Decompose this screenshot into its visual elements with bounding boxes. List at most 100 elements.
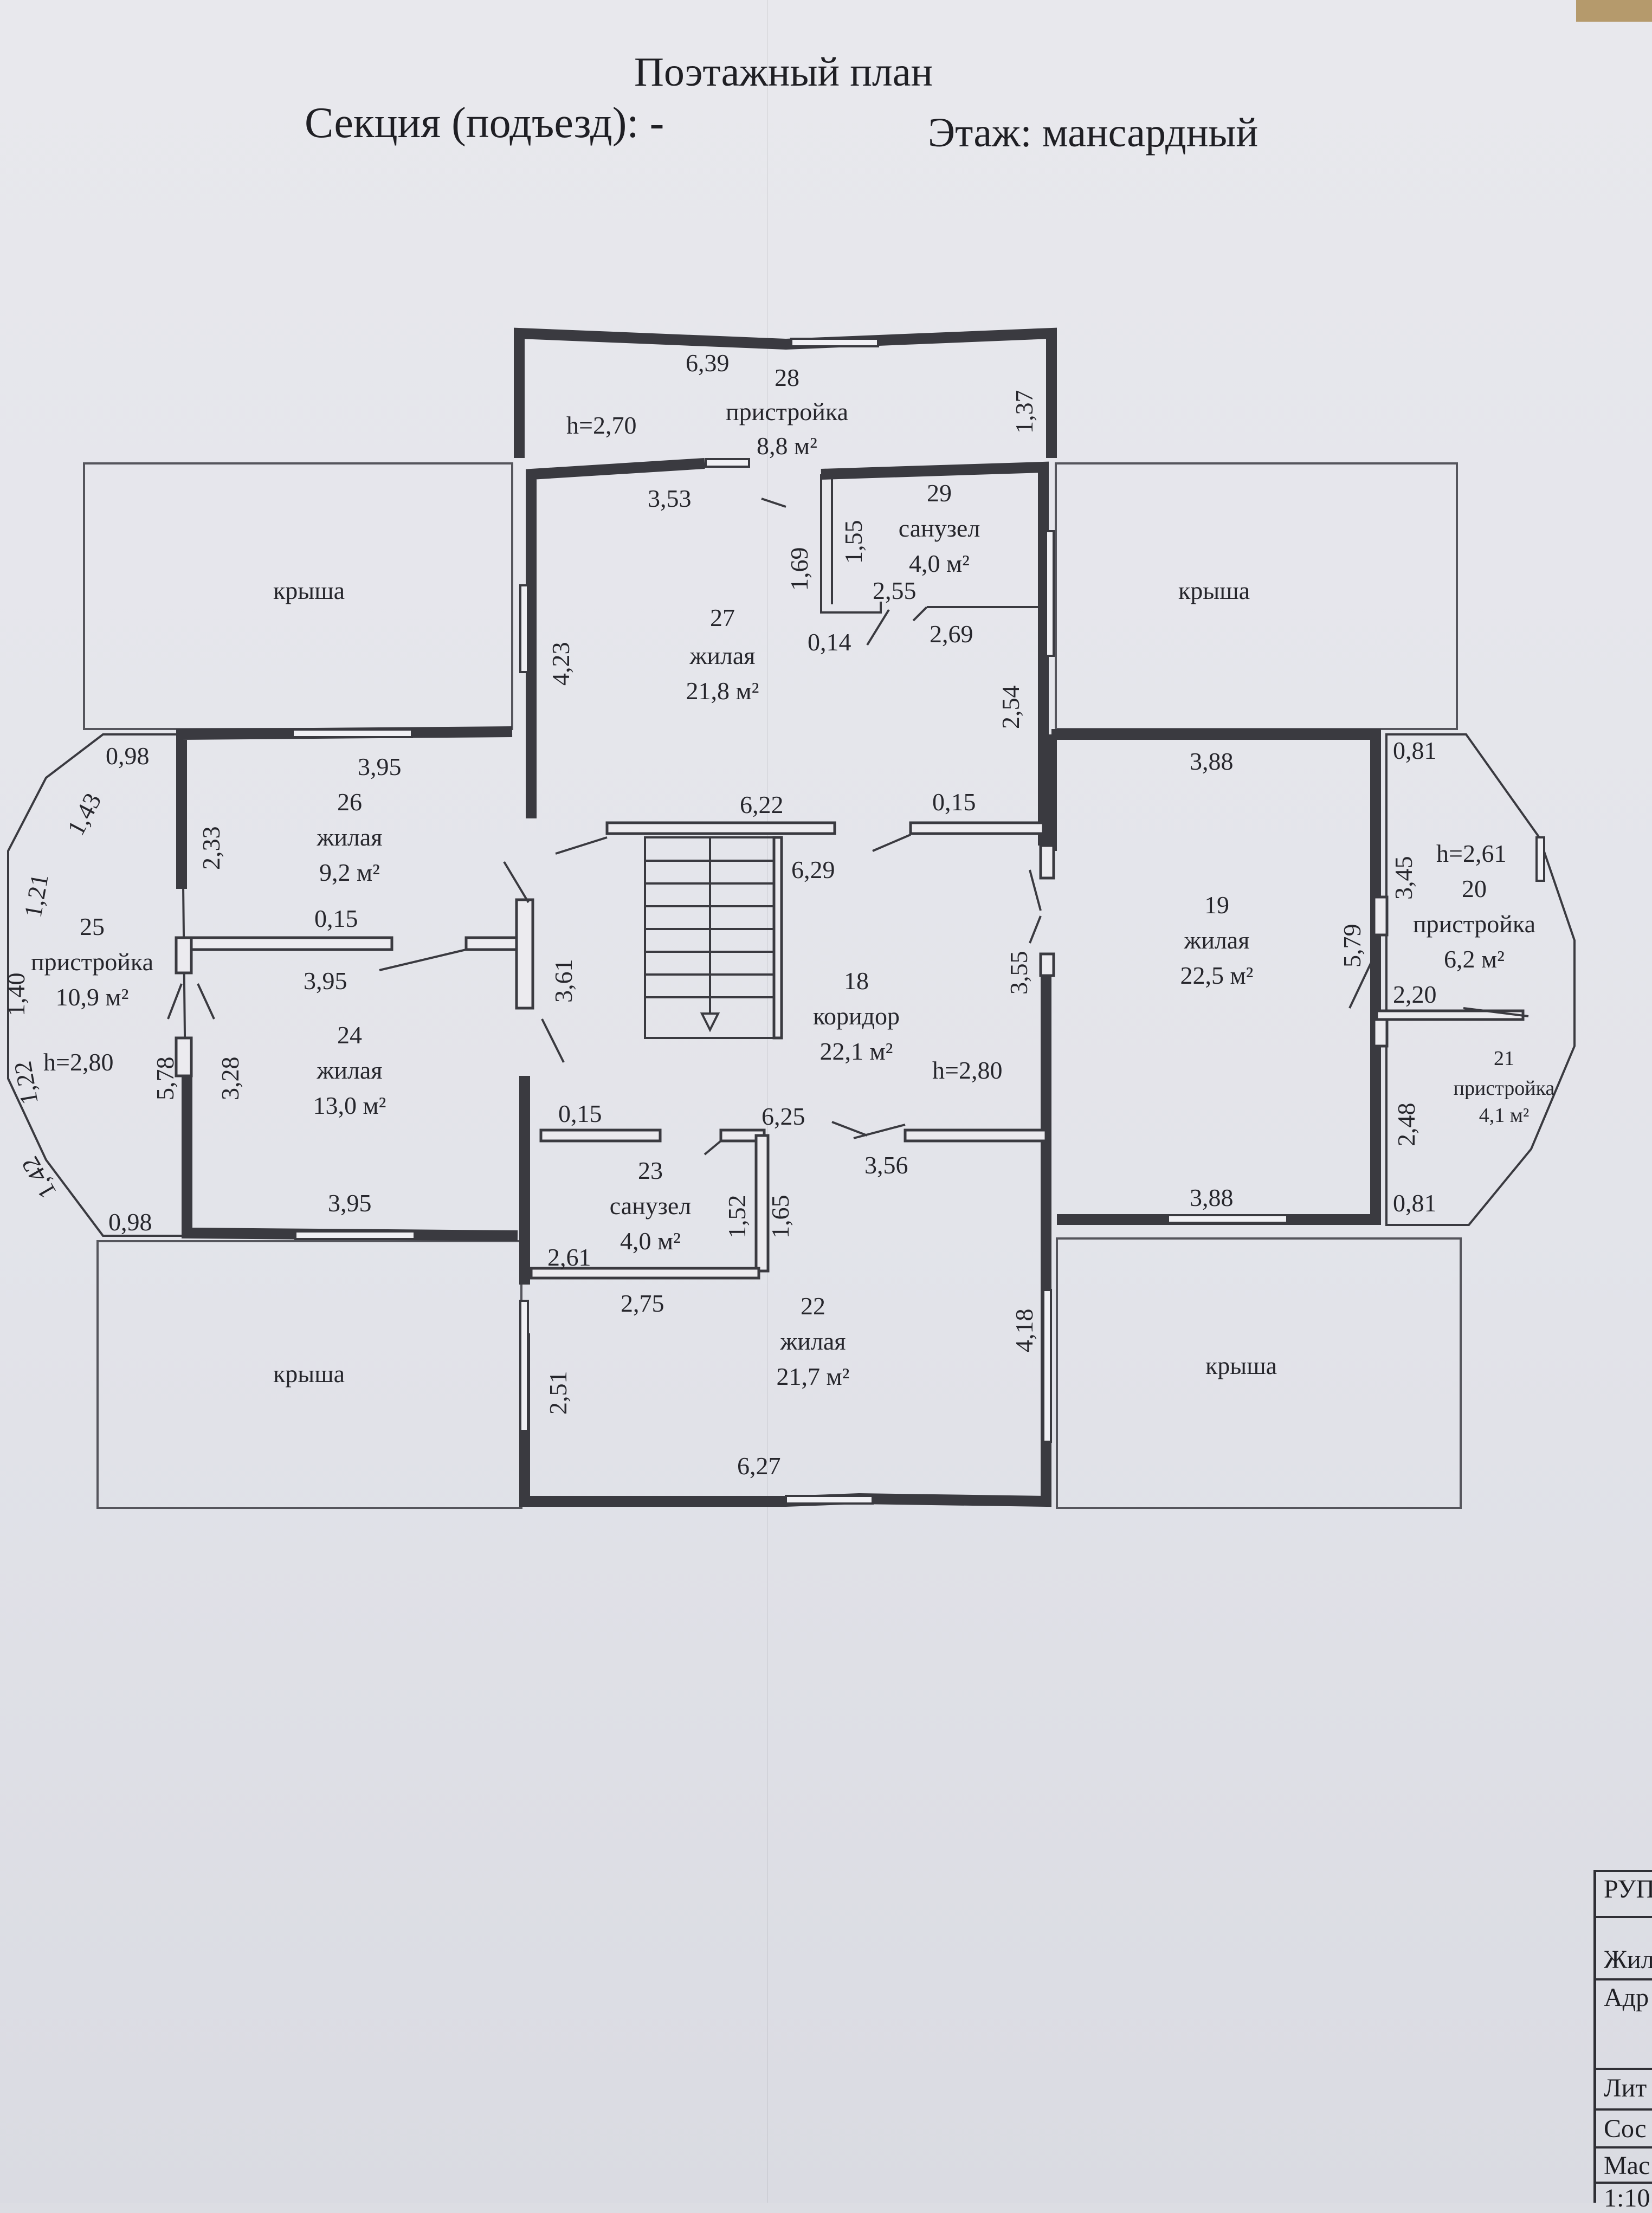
room-28-area: 8,8 м² [757,432,817,460]
room-20-type: пристройка [1413,910,1535,938]
dim-0-14: 0,14 [808,628,851,656]
windows [292,338,1545,1505]
room-26-area: 9,2 м² [319,859,380,886]
room-21-number: 21 [1494,1047,1514,1070]
window-20 [1535,836,1545,882]
dim-1-42: 1,42 [16,1152,61,1203]
roof-areas [83,462,1462,1509]
wall-wc29-a [820,474,882,614]
title-block-row-6: Мас [1604,2151,1650,2180]
room-19-number: 19 [1204,891,1229,919]
dim-1-52: 1,52 [723,1195,751,1239]
jamb-19-b [1039,952,1055,977]
dim-3-88-b: 3,88 [1190,1184,1234,1211]
room-20-height: h=2,61 [1436,840,1506,867]
room-18-type: коридор [813,1002,900,1030]
title-block: РУП Жил Адр Лит Сос Мас 1:10 [1593,1870,1652,2212]
room-25-type: пристройка [31,948,153,976]
dim-2-51: 2,51 [544,1371,572,1415]
dim-1-40: 1,40 [2,973,30,1017]
wall-corridor-ne [909,821,1045,835]
interior-walls [190,474,1525,1280]
wall-wc23-south [530,1267,760,1280]
wall-room27-west [526,458,705,818]
roof-label-se: крыша [1205,1352,1277,1379]
room-labels: 28 пристройка 8,8 м² h=2,70 29 санузел 4… [31,364,1554,1390]
dim-5-79: 5,79 [1338,924,1366,968]
room-18-height: h=2,80 [932,1056,1002,1084]
dim-1-43: 1,43 [62,789,107,840]
floor-plan: 28 пристройка 8,8 м² h=2,70 29 санузел 4… [2,327,1576,1509]
room-25-area: 10,9 м² [56,983,129,1011]
title-block-row-5: Сос [1604,2114,1647,2143]
room-20-number: 20 [1462,875,1487,902]
dim-2-48: 2,48 [1392,1103,1420,1147]
dim-2-61: 2,61 [547,1243,591,1271]
window-22-west [519,1300,529,1432]
window-19 [1167,1214,1288,1224]
room-27-area: 21,8 м² [686,677,759,705]
room-20-area: 6,2 м² [1444,945,1505,973]
window-28 [790,338,879,347]
dim-0-81-a: 0,81 [1393,737,1437,764]
window-27-east [1045,530,1055,657]
title-block-row-2: Жил [1604,1945,1652,1974]
dim-3-28: 3,28 [216,1057,244,1101]
roof-ne [1055,462,1458,730]
section-label: Секция (подъезд): - [305,99,664,147]
door-swings [167,498,1529,1156]
annex-25-door-jamb [175,936,193,975]
dim-3-61: 3,61 [550,959,577,1003]
dim-2-69: 2,69 [930,620,973,648]
dim-3-95-c: 3,95 [328,1189,372,1217]
window-22-south [785,1495,874,1505]
room-27-number: 27 [710,604,735,631]
room-23-number: 23 [638,1157,663,1184]
dim-1-22: 1,22 [9,1059,43,1107]
title-block-row-3: Адр [1604,1983,1649,2012]
dim-1-55: 1,55 [840,520,867,564]
room-24-type: жилая [317,1056,383,1084]
dim-4-23: 4,23 [547,642,575,686]
window-24 [294,1230,416,1240]
room-23-area: 4,0 м² [620,1227,681,1255]
room-29-number: 29 [927,479,952,507]
room-18-area: 22,1 м² [820,1037,893,1065]
roof-label-ne: крыша [1178,577,1250,604]
dim-3-95-b: 3,95 [304,967,347,995]
room-22-area: 21,7 м² [777,1363,850,1390]
dim-0-15-a: 0,15 [314,905,358,932]
room-19-type: жилая [1184,926,1250,954]
dim-2-54: 2,54 [997,686,1024,730]
wall-26-24 [190,936,393,951]
window-22-east [1042,1289,1052,1443]
dim-1-21: 1,21 [19,872,54,920]
wall-stair-top [605,821,836,835]
dim-6-29: 6,29 [791,856,835,883]
table-surface [1576,0,1652,22]
room-28-number: 28 [775,364,799,391]
annex-20-21-outline [1385,733,1576,1226]
room-18-number: 18 [844,967,869,995]
dim-1-69: 1,69 [785,547,813,591]
dim-2-55: 2,55 [873,577,917,604]
room-22-number: 22 [801,1292,825,1320]
wall-annex-28 [514,327,1057,458]
roof-se [1056,1237,1462,1509]
dim-3-88-a: 3,88 [1190,747,1234,775]
annex-walls [7,733,1576,1237]
page-title: Поэтажный план [634,49,933,95]
room-23-type: санузел [610,1192,692,1220]
dim-1-37: 1,37 [1010,390,1038,434]
dim-0-15-b: 0,15 [932,788,976,816]
room-28-type: пристройка [726,398,848,425]
room-19-area: 22,5 м² [1180,962,1254,989]
wall-wc23-east [754,1134,770,1273]
dim-0-98-bottom: 0,98 [108,1208,152,1236]
room-22-type: жилая [780,1327,846,1355]
room-24-number: 24 [337,1021,362,1049]
dim-3-53: 3,53 [648,485,692,512]
dim-6-25: 6,25 [762,1102,805,1130]
title-block-row-7: 1:10 [1604,2184,1650,2212]
dimension-labels: 6,39 1,37 3,53 1,69 1,55 2,55 0,14 2,69 … [2,349,1437,1480]
